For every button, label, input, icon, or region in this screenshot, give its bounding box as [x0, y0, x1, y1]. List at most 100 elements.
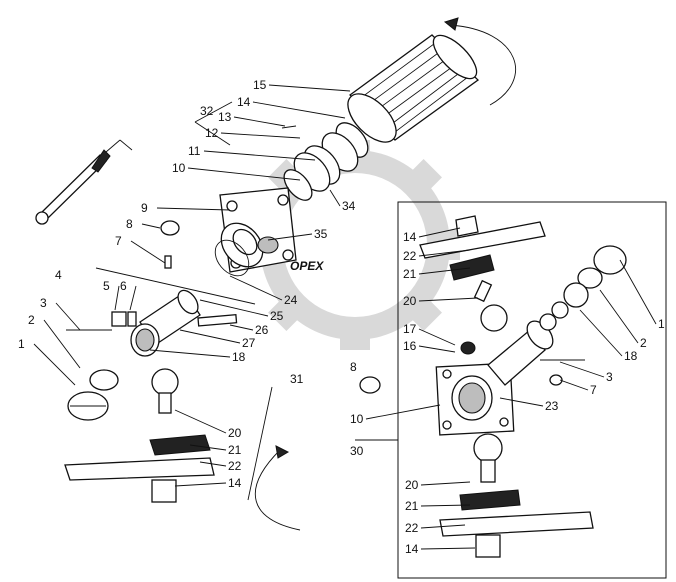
callout-c32: 32 — [200, 104, 214, 118]
leader-line-c26 — [229, 324, 254, 331]
watermark-gear-hole — [283, 173, 427, 317]
callout-c17: 17 — [403, 322, 417, 336]
callout-c14b: 14 — [228, 476, 242, 490]
callout-c20a: 20 — [228, 426, 242, 440]
callout-c20b: 20 — [403, 294, 417, 308]
leader-line-c15 — [268, 84, 351, 92]
leader-line-c20a — [174, 409, 227, 434]
shaft-stack — [281, 122, 369, 201]
leader-line-c11 — [203, 150, 316, 161]
callout-c14a: 14 — [237, 95, 251, 109]
ball-stud-stack-left — [64, 368, 215, 503]
cylinder-sleeve — [347, 34, 480, 143]
leader-line-c24 — [229, 275, 283, 301]
leader-line-c14d — [420, 547, 476, 550]
leader-line-c8a — [141, 223, 161, 229]
callout-c16: 16 — [403, 339, 417, 353]
left-small-parts — [66, 311, 137, 421]
callout-c1a: 1 — [18, 337, 25, 351]
callout-c13: 13 — [218, 110, 232, 124]
callout-c22b: 22 — [403, 249, 417, 263]
callout-c6: 6 — [120, 279, 127, 293]
leader-line-c22c — [420, 524, 466, 529]
callout-c8b: 8 — [350, 360, 357, 374]
elbow-fitting-8 — [359, 376, 381, 394]
leader-line-c35 — [267, 233, 313, 241]
leader-line-c5 — [114, 285, 120, 311]
callout-c30: 30 — [350, 444, 364, 458]
leader-line-c13 — [233, 116, 286, 127]
leader-line-c12 — [220, 132, 301, 139]
inset-bottom-ball-stud — [439, 433, 594, 558]
callout-c21a: 21 — [228, 443, 242, 457]
leader-line-c3b — [559, 361, 605, 378]
rod-left — [35, 139, 133, 225]
left-tube-assembly — [130, 220, 238, 357]
leader-line-c21c — [420, 504, 471, 507]
callout-c3a: 3 — [40, 296, 47, 310]
callout-c24: 24 — [284, 293, 298, 307]
callout-c7b: 7 — [590, 383, 597, 397]
leader-line-c22b — [418, 249, 471, 257]
leader-line-c9 — [156, 207, 231, 211]
callout-c2b: 2 — [640, 336, 647, 350]
leader-line-c2a — [43, 319, 81, 369]
callout-c18a: 18 — [232, 350, 246, 364]
inset-flange-body — [435, 320, 554, 436]
callout-c27: 27 — [242, 336, 256, 350]
inset-frame — [397, 201, 667, 579]
callout-c26: 26 — [255, 323, 269, 337]
callout-c18b: 18 — [624, 349, 638, 363]
inset-right-stack — [539, 245, 627, 386]
callout-c21b: 21 — [403, 267, 417, 281]
callout-c8a: 8 — [126, 217, 133, 231]
leader-line-c10a — [187, 167, 301, 181]
leader-line-c22a — [199, 461, 227, 467]
callout-c22c: 22 — [405, 521, 419, 535]
leader-line-c20c — [420, 481, 471, 486]
callout-c4: 4 — [55, 268, 62, 282]
leader-line-c21a — [189, 444, 227, 451]
callout-c34: 34 — [342, 199, 356, 213]
leader-line-c2b — [599, 289, 639, 344]
leader-line-c23 — [499, 397, 544, 407]
leader-line-c1b — [619, 259, 657, 325]
washer-6 — [127, 311, 137, 327]
leader-line-c3a — [55, 302, 81, 331]
leader-line-c7b — [559, 379, 589, 391]
callout-c14d: 14 — [405, 542, 419, 556]
rotation-arrow-bottom-head — [275, 445, 290, 459]
callout-c35: 35 — [314, 227, 328, 241]
callout-c11: 11 — [188, 144, 201, 158]
callout-c23: 23 — [545, 399, 559, 413]
callout-c3b: 3 — [606, 370, 613, 384]
rotation-arrow-top-head — [443, 17, 459, 31]
callout-c21c: 21 — [405, 499, 419, 513]
leader-line-c27 — [179, 329, 241, 344]
leader-line-c17 — [418, 328, 456, 346]
group-braces — [95, 101, 273, 501]
callout-c12: 12 — [205, 126, 219, 140]
leader-line-c18a — [149, 349, 231, 358]
leader-line-c14a — [252, 101, 346, 119]
nut-5 — [111, 311, 127, 327]
leader-line-c20b — [418, 297, 479, 302]
callout-c14c: 14 — [403, 230, 417, 244]
rotation-arrow-top — [449, 24, 516, 106]
leader-line-c1a — [33, 343, 76, 386]
leader-line-c14c — [418, 227, 461, 238]
callout-c9: 9 — [141, 201, 148, 215]
callout-c31: 31 — [290, 372, 304, 386]
callout-c15: 15 — [253, 78, 267, 92]
leader-line-c10b — [365, 404, 441, 420]
watermark-text: OPEX — [290, 259, 324, 273]
callout-c7a: 7 — [115, 234, 122, 248]
inset-top-ball-stud — [419, 215, 546, 332]
leader-line-c16 — [418, 345, 456, 353]
callout-c20c: 20 — [405, 478, 419, 492]
leader-line-c34 — [329, 189, 341, 207]
callout-c22a: 22 — [228, 459, 242, 473]
callout-c2a: 2 — [28, 313, 35, 327]
